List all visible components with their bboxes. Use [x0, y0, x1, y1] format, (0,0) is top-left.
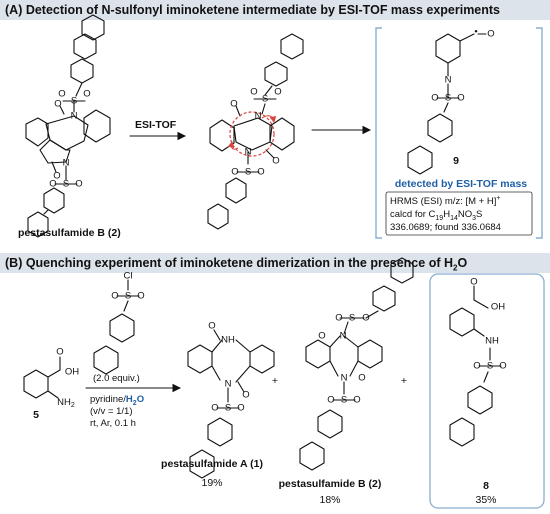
- atom-o-mid5: O: [231, 167, 238, 178]
- section-b-title-tail: O: [457, 256, 468, 270]
- section-a-title: (A) Detection of N-sulfonyl iminoketene …: [5, 3, 501, 17]
- structure-pestasulfamide-a: [187, 329, 275, 479]
- atom-n-mid-bottom: N: [245, 147, 252, 158]
- atom-o-9b: O: [457, 93, 464, 104]
- atom-o3: O: [49, 179, 56, 190]
- atom-s-mid-top: S: [262, 94, 268, 105]
- atom-o-b2: O: [362, 313, 369, 324]
- atom-o-mid1: O: [250, 87, 257, 98]
- product-8-name: 8: [483, 480, 489, 492]
- section-b-title: (B) Quenching experiment of iminoketene …: [5, 256, 453, 270]
- atom-o-a1: O: [208, 321, 215, 332]
- atom-o-b3: O: [318, 331, 325, 342]
- atom-o-8c: O: [499, 361, 506, 372]
- detected-label: detected by ESI-TOF mass: [395, 178, 527, 190]
- atom-n-a: N: [225, 379, 232, 390]
- atom-o-a2: O: [242, 390, 249, 401]
- atom-s-mid-bottom: S: [245, 167, 251, 178]
- atom-s-bottom: S: [63, 179, 69, 190]
- product-2-name: pestasulfamide B (2): [279, 478, 382, 490]
- atom-o-b6: O: [353, 395, 360, 406]
- product-8-yield: 35%: [475, 494, 496, 506]
- atom-o-8b: O: [473, 361, 480, 372]
- atom-oh-8: OH: [491, 302, 505, 313]
- atom-o-b1: O: [335, 313, 342, 324]
- structure-pestasulfamide-b-left: [25, 14, 111, 238]
- product-8-frame: [429, 273, 545, 509]
- atom-o-a4: O: [237, 403, 244, 414]
- atom-s-9: S: [445, 93, 451, 104]
- red-arrow-2: [227, 140, 239, 150]
- structure-sulfonyl-chloride-reagent: [93, 279, 140, 375]
- reagent-amount: (2.0 equiv.): [93, 373, 140, 384]
- section-a-banner: (A) Detection of N-sulfonyl iminoketene …: [0, 0, 550, 20]
- atom-cl: Cl: [124, 271, 133, 282]
- atom-n-b1: N: [340, 331, 347, 342]
- atom-n-bottom: N: [63, 158, 70, 169]
- red-dashed-ring: [229, 111, 275, 157]
- atom-o-5: O: [56, 347, 63, 358]
- red-arrow-1: [261, 115, 277, 124]
- atom-n-b2: N: [341, 373, 348, 384]
- atom-o-mid2: O: [274, 87, 281, 98]
- atom-o1: O: [58, 89, 65, 100]
- label-pestasulfamide-b-a: pestasulfamide B (2): [18, 227, 121, 239]
- bracket-right: [536, 27, 543, 239]
- hrms-box: [385, 191, 533, 236]
- product-1-name: pestasulfamide A (1): [161, 458, 263, 470]
- atom-s-a: S: [225, 403, 231, 414]
- atom-o-8a: O: [470, 277, 477, 288]
- atom-o-mid4: O: [272, 156, 279, 167]
- structure-product-8: [449, 285, 502, 447]
- condition-temp: rt, Ar, 0.1 h: [90, 418, 136, 429]
- plus-2: +: [401, 375, 407, 387]
- structure-pestasulfamide-b-middle: [207, 33, 304, 230]
- atom-n-9: N: [445, 75, 452, 86]
- hrms-line3: 336.0689; found 336.0684: [390, 222, 501, 233]
- atom-o-b4: O: [358, 373, 365, 384]
- atom-o2: O: [83, 89, 90, 100]
- atom-o-a3: O: [211, 403, 218, 414]
- atom-n-top: N: [71, 111, 78, 122]
- atom-o-carbonyl: O: [54, 99, 61, 110]
- bracket-left: [375, 27, 382, 239]
- condition-solvent: pyridine/H2O: [90, 394, 144, 407]
- atom-s-top: S: [71, 96, 77, 107]
- hrms-line2: calcd for C19H14NO3S: [390, 209, 482, 222]
- atom-s-8: S: [487, 361, 493, 372]
- atom-oh-5: OH: [65, 367, 79, 378]
- atom-o4: O: [75, 179, 82, 190]
- arrow-esi-tof-label: ESI-TOF: [135, 119, 177, 131]
- atom-o-b5: O: [327, 395, 334, 406]
- product-2-yield: 18%: [319, 494, 340, 506]
- compound-5-number: 5: [33, 409, 39, 421]
- atom-o-r1: O: [111, 291, 118, 302]
- condition-ratio: (v/v = 1/1): [90, 406, 133, 417]
- structure-pestasulfamide-b-lower: [299, 257, 414, 471]
- atom-nh-a: NH: [221, 335, 235, 346]
- atom-s-reagent: S: [125, 291, 131, 302]
- atom-o-carbonyl2: O: [53, 171, 60, 182]
- hrms-line1: HRMS (ESI) m/z: [M + H]+: [390, 195, 500, 207]
- atom-o-ketene: O: [487, 29, 494, 40]
- atom-nh-8: NH: [485, 336, 499, 347]
- atom-n-mid-top: N: [255, 111, 262, 122]
- atom-o-mid3: O: [230, 99, 237, 110]
- plus-1: +: [272, 375, 278, 387]
- atom-s-b1: S: [349, 313, 355, 324]
- atom-o-r2: O: [137, 291, 144, 302]
- structure-intermediate-9: [407, 33, 487, 175]
- atom-s-b2: S: [341, 395, 347, 406]
- atom-o-mid6: O: [257, 167, 264, 178]
- structure-anthranilic-acid-5: [23, 356, 61, 399]
- atom-o-9a: O: [431, 93, 438, 104]
- product-1-yield: 19%: [201, 477, 222, 489]
- atom-c-ketene: •: [474, 27, 477, 38]
- atom-nh2-5: NH2: [57, 397, 75, 409]
- section-b-title-sub: 2: [453, 263, 458, 273]
- intermediate-number: 9: [453, 155, 459, 167]
